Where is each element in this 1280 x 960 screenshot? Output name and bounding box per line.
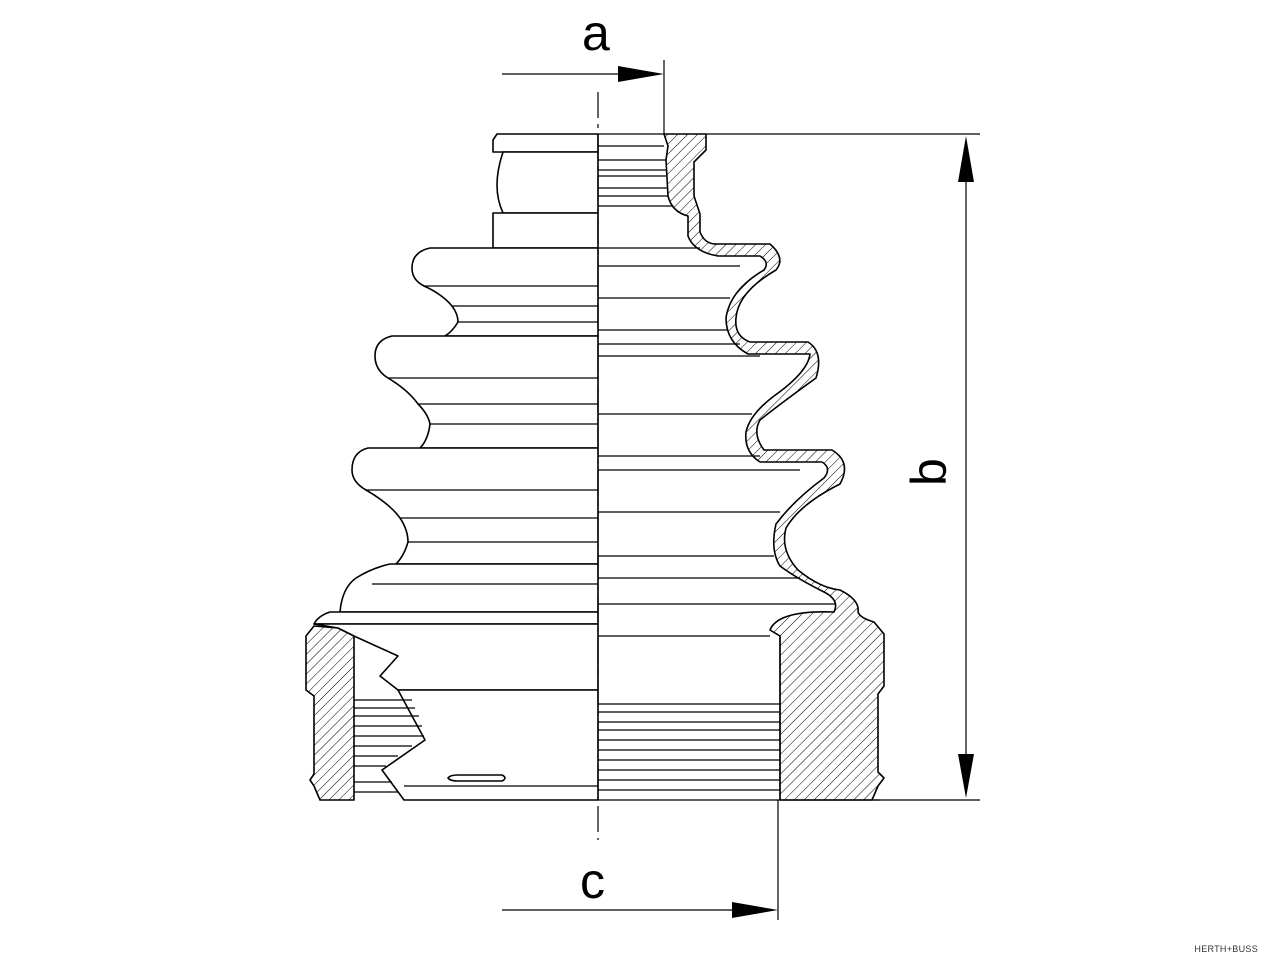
vent-slot — [447, 774, 506, 782]
neck-collar — [492, 133, 599, 153]
boot-sectional-view — [598, 133, 885, 801]
bellows-ring-3 — [351, 447, 599, 565]
dimension-b-arrow-top — [958, 136, 974, 182]
clamp-band-lower — [313, 611, 599, 625]
dimension-c: c — [502, 800, 779, 920]
bellows-skirt — [339, 563, 599, 613]
bellows-ring-2 — [374, 335, 599, 449]
dimension-c-label: c — [580, 853, 605, 909]
bellows-ring-1 — [411, 247, 599, 337]
dimension-b-label: b — [901, 458, 957, 486]
neck-body — [496, 151, 599, 214]
boot-wall-section — [663, 133, 885, 801]
dimension-a-arrow — [618, 66, 664, 82]
dimension-c-arrow — [732, 902, 778, 918]
dimension-a-label: a — [582, 5, 610, 61]
section-interior-lines — [598, 145, 880, 801]
neck-shoulder — [492, 212, 599, 249]
brand-watermark: HERTH+BUSS — [1194, 944, 1258, 954]
large-end-exterior — [313, 623, 599, 691]
boot-exterior-view — [305, 133, 599, 801]
dimension-b: b — [706, 133, 980, 801]
dimension-a: a — [502, 5, 665, 134]
dimension-b-arrow-bottom — [958, 754, 974, 798]
large-end-lower-exterior — [381, 689, 599, 801]
large-end-wall-section — [305, 625, 355, 801]
large-end-grooves — [354, 699, 424, 793]
